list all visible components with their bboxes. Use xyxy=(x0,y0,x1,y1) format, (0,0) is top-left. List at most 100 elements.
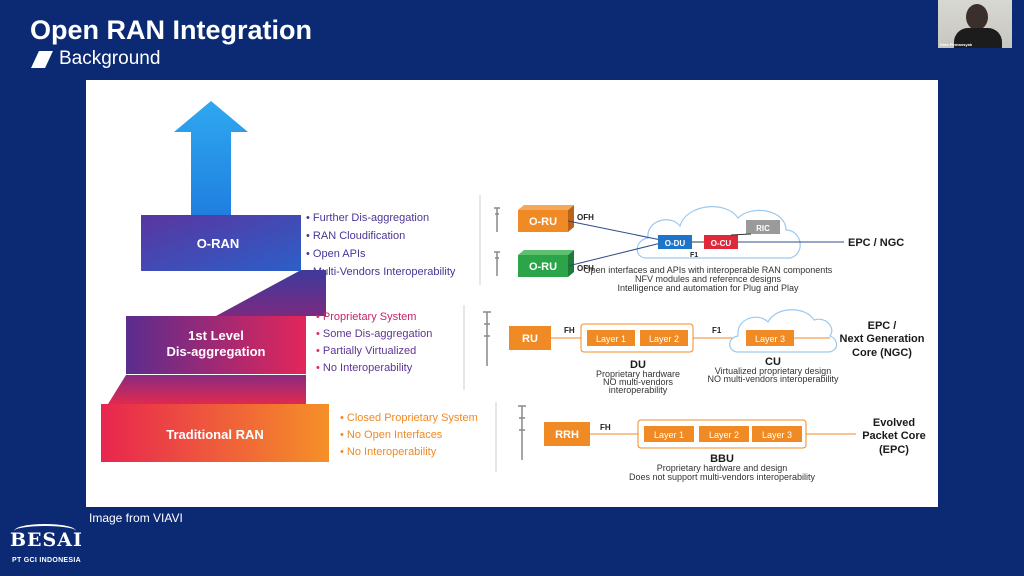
f1-first-label: F1 xyxy=(712,326,722,335)
participant-video[interactable]: Dimi Firmansyah xyxy=(938,0,1012,48)
box-shadow xyxy=(518,205,574,210)
cu-label: CU xyxy=(765,356,781,368)
bbu-note-1: Proprietary hardware and design xyxy=(657,463,788,473)
oran-note-3: Intelligence and automation for Plug and… xyxy=(617,283,799,293)
bullet-item: • No Open Interfaces xyxy=(340,429,443,441)
bullet-item: • No Interoperability xyxy=(316,362,413,374)
participant-body xyxy=(954,28,1002,48)
slide-subtitle: Background xyxy=(31,48,161,70)
stair-oran xyxy=(141,215,301,271)
oran-core-label: EPC / NGC xyxy=(848,237,904,249)
ofh-top-label: OFH xyxy=(577,213,594,222)
layer1-first-box xyxy=(587,330,635,346)
du-note-2: NO multi-vendors xyxy=(603,377,674,387)
ric-box xyxy=(746,220,780,234)
ru-label: RU xyxy=(522,333,538,345)
bullet-item: • Proprietary System xyxy=(316,311,416,323)
layer2-first-label: Layer 2 xyxy=(649,334,679,344)
layer3-trad-box xyxy=(752,426,802,442)
o-du-label: O-DU xyxy=(665,239,686,248)
slide-title: Open RAN Integration xyxy=(30,15,312,45)
bullet-item: • Multi-Vendors Interoperability xyxy=(306,266,456,278)
logo-text: BESAI xyxy=(10,529,83,551)
layer1-trad-box xyxy=(644,426,694,442)
layer1-first-label: Layer 1 xyxy=(596,334,626,344)
stair-connector xyxy=(216,270,326,316)
layer1-trad-label: Layer 1 xyxy=(654,430,684,440)
participant-name: Dimi Firmansyah xyxy=(940,42,973,47)
arrow-up-icon xyxy=(174,101,248,215)
stair-traditional-label: Traditional RAN xyxy=(166,427,264,442)
oran-evolution-diagram: O-RAN 1st Level Dis-aggregation Traditio… xyxy=(101,101,926,482)
f1-oran-label: F1 xyxy=(690,252,698,259)
logo-subtitle: PT GCI INDONESIA xyxy=(12,557,81,564)
stair-traditional xyxy=(101,404,329,462)
trad-core-label-1: Evolved xyxy=(873,417,915,429)
first-level-bullets: • Proprietary System • Some Dis-aggregat… xyxy=(316,311,432,374)
bullet-item: • Closed Proprietary System xyxy=(340,412,478,424)
link-line xyxy=(567,242,662,267)
o-du-box xyxy=(658,235,692,249)
o-cu-label: O-CU xyxy=(711,239,732,248)
layer3-first-label: Layer 3 xyxy=(755,334,785,344)
box-shadow xyxy=(568,205,574,232)
box-shadow xyxy=(518,250,574,255)
stair-first-level xyxy=(126,316,306,374)
rrh-box xyxy=(544,422,590,446)
bullet-item: • Further Dis-aggregation xyxy=(306,212,429,224)
du-note-3: interoperability xyxy=(609,385,668,395)
o-ru-top-label: O-RU xyxy=(529,216,557,228)
bullet-item: • Some Dis-aggregation xyxy=(316,328,432,340)
first-core-label-3: Core (NGC) xyxy=(852,347,912,359)
antenna-icon xyxy=(518,405,526,460)
layer3-trad-label: Layer 3 xyxy=(762,430,792,440)
oran-bullets: • Further Dis-aggregation • RAN Cloudifi… xyxy=(306,212,456,278)
trad-core-label-3: (EPC) xyxy=(879,444,909,456)
stair-first-level-label-1: 1st Level xyxy=(188,328,244,343)
link-line xyxy=(567,220,662,241)
cu-note-1: Virtualized proprietary design xyxy=(715,366,831,376)
stair-oran-label: O-RAN xyxy=(197,236,240,251)
ofh-bottom-label: OFH xyxy=(577,264,594,273)
logo-arc-icon xyxy=(14,524,76,538)
first-core-label-2: Next Generation xyxy=(840,333,925,345)
bbu-note-2: Does not support multi-vendors interoper… xyxy=(629,472,816,482)
ric-label: RIC xyxy=(756,224,770,233)
antenna-icon xyxy=(483,311,491,366)
o-ru-bottom-box xyxy=(518,255,568,277)
o-ru-top-box xyxy=(518,210,568,232)
bullet-item: • RAN Cloudification xyxy=(306,230,405,242)
layer2-trad-label: Layer 2 xyxy=(709,430,739,440)
stair-connector xyxy=(108,375,306,404)
participant-head xyxy=(966,4,988,30)
bullet-item: • No Interoperability xyxy=(340,446,437,458)
layer3-first-box xyxy=(746,330,794,346)
bullet-item: • Open APIs xyxy=(306,248,366,260)
subtitle-text: Background xyxy=(59,48,161,69)
box-shadow xyxy=(568,250,574,277)
stair-first-level-label-2: Dis-aggregation xyxy=(167,344,266,359)
o-ru-bottom-label: O-RU xyxy=(529,261,557,273)
o-cu-box xyxy=(704,235,738,249)
cu-note-2: NO multi-vendors interoperability xyxy=(707,374,839,384)
oran-note-2: NFV modules and reference designs xyxy=(635,274,782,284)
bbu-label: BBU xyxy=(710,453,734,465)
trad-core-label-2: Packet Core xyxy=(862,430,926,442)
first-core-label-1: EPC / xyxy=(868,320,897,332)
fh-trad-label: FH xyxy=(600,423,611,432)
antenna-icon xyxy=(494,207,500,232)
layer2-trad-box xyxy=(699,426,749,442)
antenna-icon xyxy=(494,251,500,276)
traditional-bullets: • Closed Proprietary System • No Open In… xyxy=(340,412,478,458)
image-caption: Image from VIAVI xyxy=(89,511,183,525)
fh-first-label: FH xyxy=(564,326,575,335)
layer2-first-box xyxy=(640,330,688,346)
link-line xyxy=(730,233,752,236)
du-note-1: Proprietary hardware xyxy=(596,369,680,379)
ru-box xyxy=(509,326,551,350)
company-logo: BESAI PT GCI INDONESIA xyxy=(10,524,84,568)
slash-icon xyxy=(31,50,53,68)
du-label: DU xyxy=(630,359,646,371)
rrh-label: RRH xyxy=(555,429,579,441)
bullet-item: • Partially Virtualized xyxy=(316,345,416,357)
